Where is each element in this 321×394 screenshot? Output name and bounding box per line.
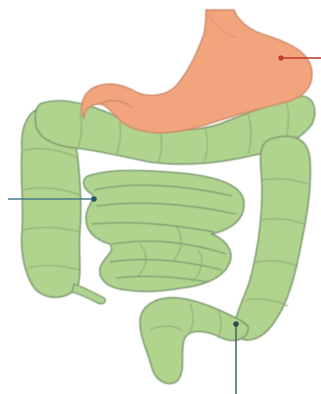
appendix — [72, 284, 105, 304]
pointer-dot-stomach — [278, 55, 283, 60]
sigmoid-colon — [140, 298, 248, 384]
small-intestine-coils — [84, 171, 244, 292]
descending-colon — [235, 136, 310, 340]
small-intestine — [84, 171, 244, 292]
pointer-dot-large-intestine — [233, 321, 239, 327]
pointer-dot-small-intestine — [91, 196, 97, 202]
